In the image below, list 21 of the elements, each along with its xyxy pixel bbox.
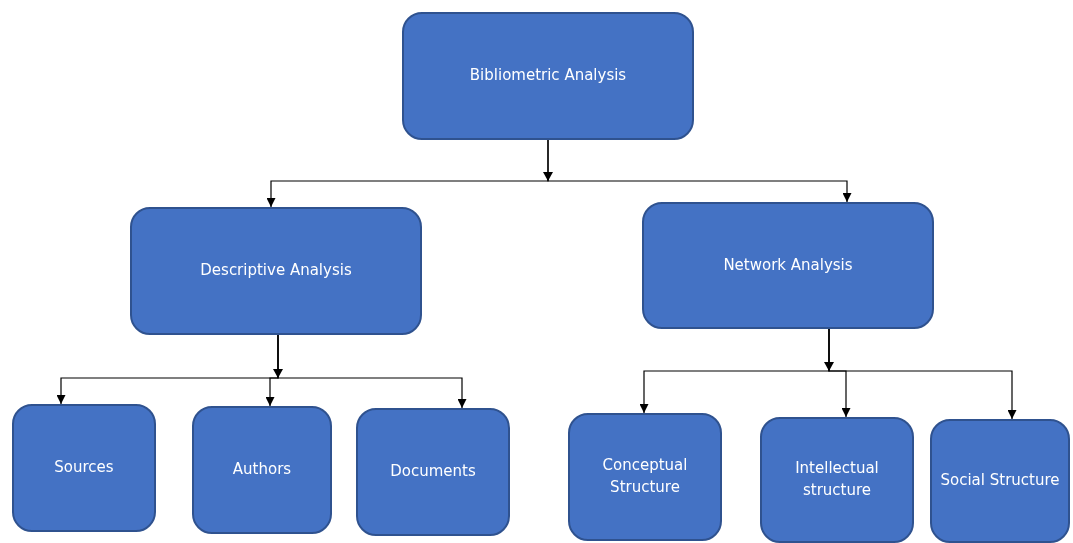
process-box <box>402 12 694 140</box>
process-box <box>760 417 914 543</box>
process-box <box>356 408 510 536</box>
connector-arrow <box>828 328 1017 420</box>
connector-arrow <box>277 334 467 409</box>
box-label: Intellectual structure <box>794 458 880 501</box>
process-box <box>192 406 332 534</box>
process-box <box>12 404 156 532</box>
box-label: Bibliometric Analysis <box>469 65 627 87</box>
box-label: Network Analysis <box>723 254 853 276</box>
process-box <box>930 419 1070 543</box>
box-label: Authors <box>232 459 292 481</box>
connector-arrow <box>547 139 852 203</box>
box-label: Conceptual Structure <box>601 455 689 498</box>
process-box <box>130 207 422 335</box>
process-box <box>642 202 934 329</box>
box-label: Social Structure <box>940 470 1060 492</box>
box-label: Sources <box>54 457 114 479</box>
process-box <box>568 413 722 541</box>
box-label: Documents <box>390 461 476 483</box>
box-label: Descriptive Analysis <box>200 260 352 282</box>
